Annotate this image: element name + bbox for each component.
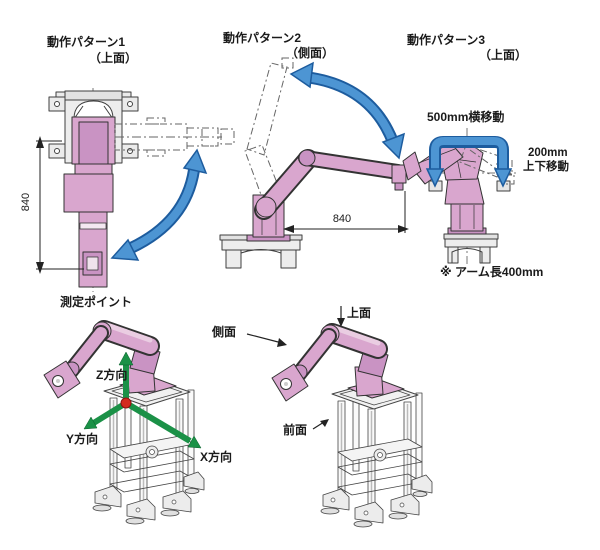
x-axis-arrow	[124, 400, 192, 444]
pattern3-arm-length-note: ※ アーム長400mm	[440, 265, 544, 279]
pattern2-rotation-arrow	[289, 61, 406, 160]
top-view-label: 上面	[347, 306, 372, 320]
view-annotation-pointers	[246, 306, 345, 430]
side-view-label: 側面	[212, 325, 237, 339]
pattern3-vertical-label-line1: 200mm	[528, 147, 568, 159]
dimension-840-horizontal-text: 840	[332, 213, 352, 225]
pattern1-rotation-arrow	[110, 148, 208, 261]
x-axis-label: X方向	[200, 450, 233, 464]
pattern3-lateral-label: 500mm横移動	[427, 110, 505, 124]
pattern1-robot-top-view	[48, 88, 139, 292]
dimension-840-vertical-text: 840	[20, 192, 32, 212]
pattern1-ghost-arm	[114, 117, 222, 157]
pattern1-view-label: （上面）	[89, 51, 138, 65]
z-axis-label: Z方向	[96, 368, 128, 382]
measurement-title: 測定ポイント	[60, 295, 133, 309]
pattern2-robot-side-view	[219, 149, 407, 269]
pattern3-traverse-arrow	[425, 136, 513, 188]
origin-point	[120, 397, 132, 409]
front-view-label: 前面	[283, 423, 308, 437]
dimension-840-vertical	[36, 136, 84, 274]
pattern3-vertical-label-line2: 上下移動	[523, 161, 569, 173]
pattern3-title: 動作パターン3	[407, 33, 486, 47]
pattern2-view-label: （側面）	[286, 46, 335, 60]
y-axis-label: Y方向	[66, 432, 99, 446]
dimension-840-horizontal	[283, 191, 409, 233]
pattern3-view-label: （上面）	[479, 48, 528, 62]
pattern1-title: 動作パターン1	[47, 35, 126, 49]
measurement-axes	[83, 351, 202, 449]
measurement-robot-left	[44, 322, 204, 524]
y-axis-arrow	[90, 400, 128, 427]
pattern2-title: 動作パターン2	[223, 31, 302, 45]
side-view-pointer	[246, 333, 283, 344]
